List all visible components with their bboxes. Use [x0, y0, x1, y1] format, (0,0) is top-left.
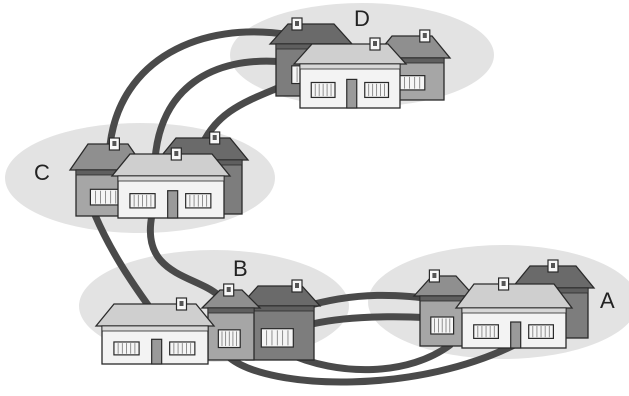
house-b-3	[94, 297, 216, 365]
cluster-label-a: A	[600, 288, 615, 313]
cable-b-a-4	[226, 338, 524, 386]
house-b-1	[238, 279, 322, 361]
house-d-3	[292, 37, 408, 109]
cluster-label-b: B	[233, 256, 248, 281]
cluster-label-c: C	[34, 160, 50, 185]
cable-c-d-1	[106, 28, 294, 149]
cluster-label-d: D	[354, 6, 370, 31]
house-a-3	[454, 277, 574, 349]
house-b-2	[200, 283, 262, 361]
cable-c-b-2	[146, 211, 222, 299]
house-c-3	[110, 147, 232, 219]
cable-c-b-1	[91, 211, 152, 309]
cable-c-d-2	[151, 57, 289, 164]
house-a-2	[412, 269, 476, 347]
